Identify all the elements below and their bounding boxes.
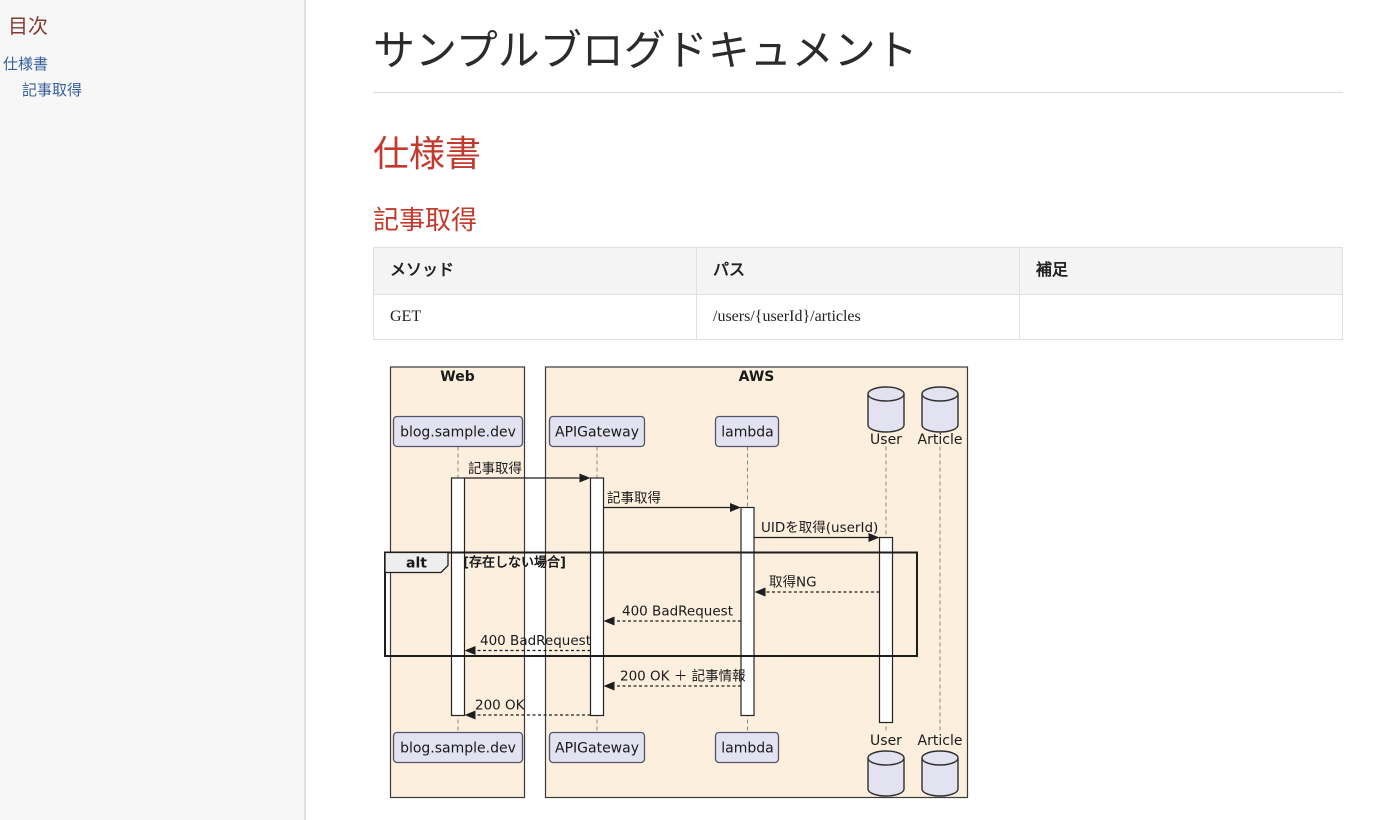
message-5-label: 400 BadRequest	[622, 603, 733, 619]
table-header-row: メソッド パス 補足	[373, 246, 1343, 295]
toc-title: 目次	[8, 16, 48, 38]
alt-operator-label: alt	[406, 555, 427, 571]
participant-apigateway-top-label: APIGateway	[555, 424, 639, 440]
message-8-label: 200 OK	[475, 697, 526, 713]
participant-apigateway-bottom	[548, 731, 646, 763]
message-8-arrowhead	[464, 710, 476, 720]
message-6-arrowhead	[464, 645, 476, 655]
participant-blog-bottom-label: blog.sample.dev	[400, 740, 516, 756]
table-header-path: パス	[696, 246, 1020, 295]
activation-user-db	[878, 536, 894, 723]
database-user-bottom-icon	[867, 749, 905, 797]
api-table-head: メソッド パス 補足	[373, 246, 1343, 295]
participant-blog-top-label: blog.sample.dev	[400, 424, 516, 440]
database-article-top-icon	[921, 385, 959, 433]
main-content: サンプルブログドキュメント 仕様書 記事取得 メソッド パス 補足 GET /u…	[373, 0, 1343, 799]
participant-apigateway-bottom-label: APIGateway	[555, 740, 639, 756]
participant-blog-top	[392, 415, 524, 447]
cell-note	[1019, 293, 1343, 340]
participant-lambda-top-label: lambda	[721, 424, 773, 440]
api-table: メソッド パス 補足 GET /users/{userId}/articles	[373, 246, 1343, 340]
message-7-arrowhead	[603, 681, 615, 691]
toc-nav: 仕様書 記事取得	[3, 52, 294, 104]
message-2-arrowhead	[730, 502, 741, 512]
sequence-diagram: Web AWS blog.sample.dev APIGateway lambd…	[384, 365, 969, 799]
message-5-arrowhead	[603, 616, 615, 626]
toc-link-article-fetch[interactable]: 記事取得	[22, 82, 83, 99]
message-4-arrowhead	[754, 587, 766, 597]
sequence-diagram-svg: Web AWS blog.sample.dev APIGateway lambd…	[384, 365, 969, 798]
message-7-label: 200 OK ＋ 記事情報	[620, 667, 746, 684]
message-3-arrowhead	[868, 532, 880, 542]
alt-condition-label: [存在しない場合]	[463, 554, 566, 570]
message-1-label: 記事取得	[468, 460, 522, 477]
database-user-bottom-label: User	[870, 733, 902, 749]
page-title: サンプルブログドキュメント	[373, 0, 1343, 94]
participant-apigateway-top	[548, 415, 646, 447]
cell-method: GET	[373, 293, 697, 340]
table-header-method: メソッド	[373, 246, 697, 295]
alt-operator-pentagon	[384, 551, 449, 573]
participant-lambda-top	[714, 415, 780, 447]
participant-lambda-bottom-label: lambda	[721, 740, 773, 756]
message-4-label: 取得NG	[769, 573, 817, 590]
activation-blog	[450, 476, 466, 716]
alt-fragment-frame	[384, 551, 918, 657]
message-1-arrowhead	[579, 473, 591, 483]
toc-link-spec[interactable]: 仕様書	[3, 56, 49, 73]
database-user-top-icon	[867, 385, 905, 433]
message-2-label: 記事取得	[607, 489, 661, 506]
database-article-top-label: Article	[918, 432, 963, 448]
activation-lambda	[740, 506, 755, 716]
box-aws-label: AWS	[739, 369, 775, 385]
participant-blog-bottom	[392, 731, 524, 763]
database-article-bottom-label: Article	[918, 733, 963, 749]
sidebar: 目次 仕様書 記事取得	[0, 0, 306, 820]
database-article-bottom-icon	[921, 749, 959, 797]
participant-lambda-bottom	[714, 731, 780, 763]
section-heading-spec: 仕様書	[373, 133, 482, 175]
database-user-top-label: User	[870, 432, 902, 448]
box-web-label: Web	[440, 369, 474, 385]
table-header-note: 補足	[1019, 246, 1343, 295]
cell-path: /users/{userId}/articles	[696, 293, 1020, 340]
subsection-heading-article-fetch: 記事取得	[373, 205, 478, 236]
message-6-label: 400 BadRequest	[480, 633, 591, 649]
api-table-body: GET /users/{userId}/articles	[373, 293, 1343, 340]
activation-apigateway	[589, 476, 605, 716]
message-3-label: UIDを取得(userId)	[761, 519, 878, 536]
table-row: GET /users/{userId}/articles	[373, 293, 1343, 340]
